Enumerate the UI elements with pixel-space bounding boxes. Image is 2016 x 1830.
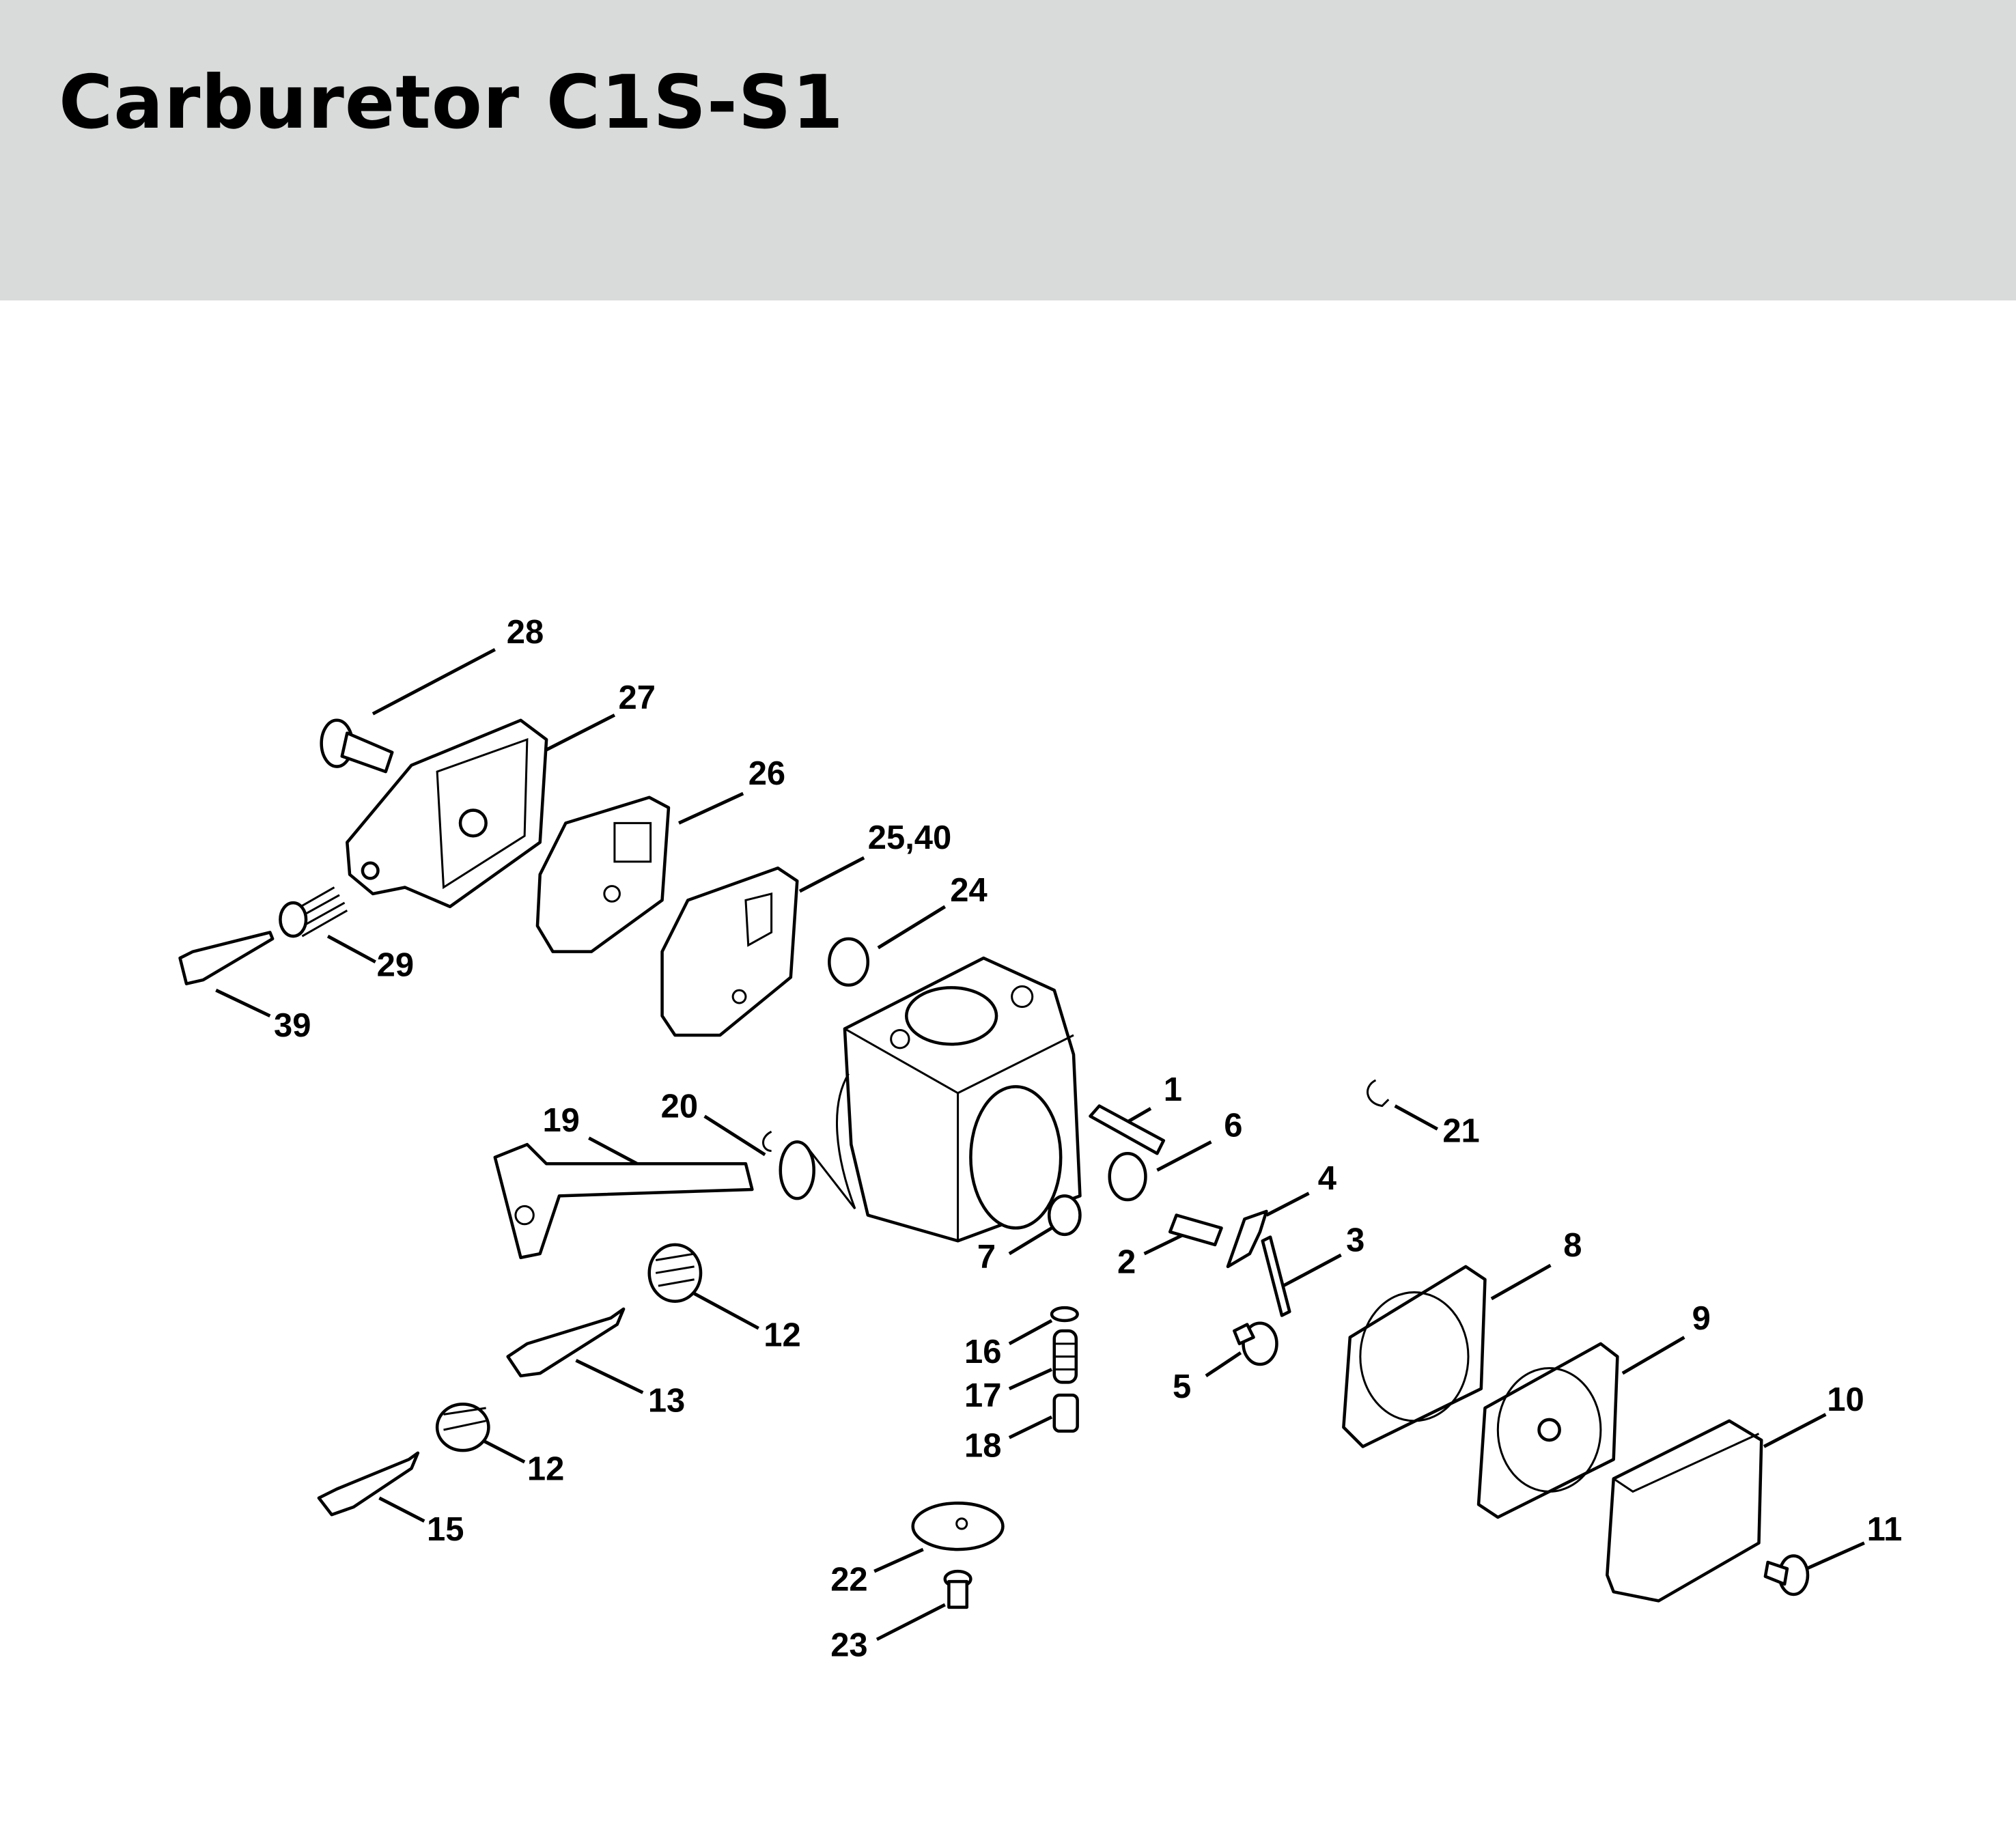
part-13-idle-screw — [506, 1307, 626, 1378]
part-11-screw — [1763, 1554, 1810, 1596]
part-39-screw — [178, 931, 275, 985]
callout-26: 26 — [748, 755, 785, 792]
part-16-washer — [1050, 1306, 1079, 1323]
callout-39: 39 — [274, 1007, 311, 1044]
callout-16: 16 — [964, 1334, 1001, 1370]
callout-18: 18 — [964, 1428, 1001, 1465]
callout-12-upper: 12 — [764, 1317, 800, 1354]
callout-29: 29 — [377, 946, 414, 983]
callout-12-lower: 12 — [527, 1450, 564, 1487]
part-15-adjusting-screw — [317, 1451, 420, 1517]
callout-27: 27 — [619, 679, 656, 716]
part-7-ring — [1047, 1194, 1082, 1237]
part-5-screw — [1233, 1321, 1278, 1366]
callout-9: 9 — [1692, 1300, 1711, 1337]
callout-5: 5 — [1173, 1368, 1191, 1405]
part-2-spring — [1168, 1213, 1223, 1247]
callout-20: 20 — [661, 1088, 698, 1125]
part-19-throttle-shaft — [493, 1142, 754, 1259]
part-29-spring — [279, 886, 348, 938]
callout-28: 28 — [507, 614, 544, 651]
callout-8: 8 — [1563, 1227, 1582, 1264]
part-10-cover — [1606, 1419, 1763, 1603]
callout-7: 7 — [977, 1239, 996, 1276]
header-band: Carburetor C1S-S1 — [0, 0, 2016, 300]
part-20-spring — [762, 1130, 856, 1210]
part-6-plug — [1108, 1151, 1147, 1202]
part-8-gasket — [1342, 1265, 1487, 1448]
callout-11: 11 — [1867, 1511, 1903, 1548]
part-3-pin — [1261, 1235, 1291, 1317]
part-24-screen — [828, 937, 870, 987]
leader-lines — [215, 648, 1865, 1642]
callout-25-40: 25,40 — [868, 819, 951, 856]
callout-13: 13 — [648, 1383, 685, 1420]
callout-17: 17 — [964, 1377, 1001, 1414]
callout-15: 15 — [427, 1511, 464, 1548]
page-title: Carburetor C1S-S1 — [59, 60, 844, 145]
part-9-metering-diaphragm — [1476, 1342, 1619, 1519]
part-26-gasket — [535, 796, 671, 953]
callout-2: 2 — [1117, 1243, 1136, 1280]
part-22-plate — [911, 1502, 1005, 1551]
callout-22: 22 — [830, 1561, 867, 1598]
callout-3: 3 — [1346, 1222, 1364, 1258]
callout-4: 4 — [1318, 1160, 1336, 1197]
part-28-screw — [320, 718, 394, 774]
part-23-screw — [943, 1569, 972, 1609]
part-12-spring-upper — [647, 1243, 703, 1303]
part-21-clip — [1367, 1079, 1390, 1108]
part-17-spring — [1052, 1329, 1078, 1384]
part-1-inlet-needle — [1089, 1104, 1166, 1155]
callout-24: 24 — [950, 872, 987, 909]
part-4-lever — [1226, 1209, 1268, 1269]
part-12-spring-lower — [435, 1403, 490, 1452]
part-27-pump-cover — [346, 718, 548, 909]
callout-19: 19 — [542, 1102, 579, 1139]
part-18-piston — [1052, 1393, 1079, 1433]
callout-6: 6 — [1224, 1108, 1242, 1144]
carburetor-body — [836, 956, 1082, 1243]
callout-labels: 28 27 26 25,40 24 29 39 1 6 21 20 19 4 3… — [274, 614, 1902, 1664]
callout-10: 10 — [1827, 1381, 1864, 1418]
callout-1: 1 — [1164, 1071, 1182, 1108]
callout-23: 23 — [830, 1627, 867, 1663]
part-25-40-diaphragm — [660, 867, 799, 1037]
callout-21: 21 — [1442, 1112, 1479, 1149]
